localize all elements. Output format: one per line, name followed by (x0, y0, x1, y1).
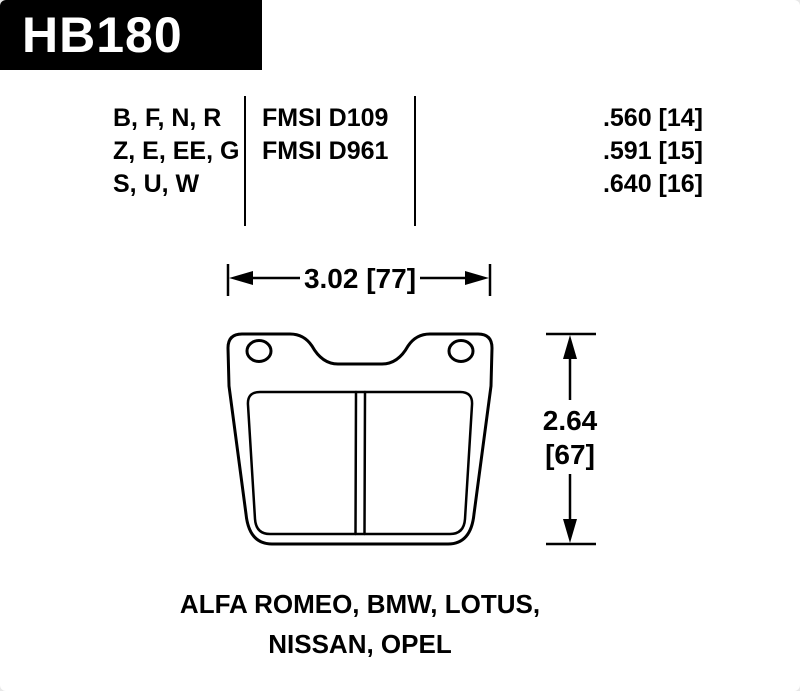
height-dimension-label-in: 2.64 (543, 405, 598, 436)
applications-line-2: NISSAN, OPEL (268, 629, 452, 659)
table-divider-right (414, 96, 416, 226)
mounting-hole-right (447, 339, 475, 363)
fmsi-column: FMSI D109 FMSI D961 (262, 102, 412, 168)
part-number: HB180 (22, 7, 183, 63)
thickness-row: .640 [16] (602, 170, 703, 198)
thickness-row: .591 [15] (602, 137, 703, 165)
compound-codes-row: B, F, N, R (113, 104, 222, 132)
width-dimension-label: 3.02 [77] (304, 263, 416, 294)
center-slot-line-right (363, 390, 367, 536)
pad-technical-drawing: 3.02 [77] 2.64 [67] (226, 263, 598, 546)
width-dimension (226, 264, 492, 296)
thickness-row: .560 [14] (602, 104, 703, 132)
table-divider-left (244, 96, 246, 226)
height-dimension-label-mm: [67] (545, 439, 595, 470)
thickness-column: .560 [14] .591 [15] .640 [16] (555, 102, 703, 201)
mounting-hole-left (245, 339, 273, 363)
width-arrowhead-left-icon (229, 271, 253, 285)
part-number-box: HB180 (0, 0, 262, 70)
brake-pad-outline (226, 332, 494, 546)
applications-line-1: ALFA ROMEO, BMW, LOTUS, (179, 589, 541, 619)
friction-pad-outline (246, 390, 474, 536)
fmsi-row: FMSI D109 (262, 104, 389, 132)
height-arrowhead-down-icon (563, 519, 577, 543)
compound-codes-row: S, U, W (113, 170, 200, 198)
vehicle-applications: ALFA ROMEO, BMW, LOTUS, NISSAN, OPEL (100, 584, 620, 664)
backing-plate-outline (226, 332, 494, 546)
height-arrowhead-up-icon (563, 335, 577, 359)
fmsi-row: FMSI D961 (262, 137, 389, 165)
center-slot-line-left (354, 390, 358, 536)
compound-codes-column: B, F, N, R Z, E, EE, G S, U, W (113, 102, 240, 201)
compound-codes-row: Z, E, EE, G (113, 137, 240, 165)
width-arrowhead-right-icon (465, 271, 489, 285)
height-dimension (546, 332, 596, 546)
